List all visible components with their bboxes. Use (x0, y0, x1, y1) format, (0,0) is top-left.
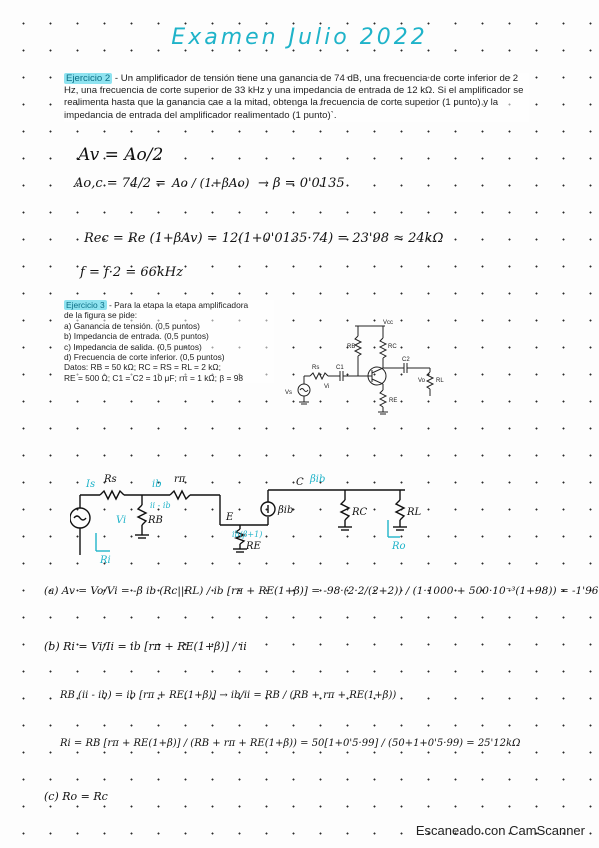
ss-label-e: E (225, 512, 234, 523)
label-c1: C1 (336, 365, 344, 371)
exercise-2-tag: Ejercicio 2 (64, 73, 113, 84)
solution-line-e: (c) Ro = Rc (44, 790, 108, 803)
ss-label-rpi: rπ (174, 474, 186, 485)
ss-label-rs: Rs (103, 474, 117, 485)
small-signal-model-diagram: Is Rs ib rπ C βib ii - ib Vs Vi RB E ib(… (70, 474, 422, 565)
ex2-work-line-3: Rec = Re (1+βAv) = 12(1+0'0135·74) = 23'… (84, 231, 444, 246)
exercise-2-text: - Un amplificador de tensión tiene una g… (64, 73, 524, 121)
ex2-work-line-2b: Ao / (1+βAo) (172, 176, 250, 190)
page-title: Examen Julio 2022 (171, 25, 428, 50)
exercise-3-line-7: RE = 500 Ω; C1 = C2 = 10 μF; rπ = 1 kΩ; … (64, 372, 244, 383)
exercise-3-line-1: de la figura se pide: (64, 310, 138, 321)
label-vcc: Vcc (383, 320, 393, 326)
label-re: RE (389, 398, 397, 404)
exercise-3-line-0: - Para la etapa la etapa amplificadora (106, 300, 249, 310)
label-rb: RB (347, 344, 355, 350)
exercise-2-statement: Ejercicio 2 - Un amplificador de tensión… (64, 73, 529, 122)
ex2-work-line-2c: → β = 0'0135 (258, 176, 345, 191)
ss-label-vi: Vi (116, 515, 126, 526)
ss-label-bib-top: βib (309, 474, 325, 485)
ex2-work-line-1: Av = Ao/2 (78, 145, 164, 165)
ss-label-re: RE (245, 541, 262, 552)
solution-line-b: (b) Ri = Vi/Ii = ib [rπ + RE(1+β)] / ii (44, 640, 247, 653)
ss-label-rc: RC (351, 507, 368, 518)
label-rs: Rs (312, 365, 319, 371)
ss-label-ib: ib (152, 479, 162, 490)
exercise-3-line-6: Datos: RB = 50 kΩ; RC = RS = RL = 2 kΩ; (64, 362, 221, 373)
label-vs: Vs (285, 390, 292, 396)
ex2-work-line-4: f = f·2 = 66kHz (80, 265, 183, 280)
exercise-3-line-4: c) Impedancia de salida. (0,5 puntos) (64, 341, 202, 352)
amplifier-circuit-diagram: Vcc RB RC C2 Rs C1 Vi Vs Vo RL RE (285, 320, 444, 415)
exercise-3-tag: Ejercicio 3 (64, 300, 107, 310)
exercise-3-line-2: a) Ganancia de tensión. (0,5 puntos) (64, 320, 200, 331)
ss-label-ro: Ro (391, 541, 406, 552)
label-vi: Vi (324, 384, 329, 390)
solution-line-c: RB (ii - ib) = ib [rπ + RE(1+β)] → ib/ii… (60, 690, 397, 701)
ss-label-rb: RB (147, 515, 163, 526)
ss-label-ii-ib: ii - ib (150, 501, 171, 510)
label-vo: Vo (418, 378, 426, 384)
ss-label-ri: Ri (99, 555, 111, 565)
label-rc: RC (388, 344, 397, 350)
exercise-3-line-5: d) Frecuencia de corte inferior. (0,5 pu… (64, 352, 225, 363)
ex2-work-line-2a: Ao,c = 74/2 = (74, 176, 167, 191)
ss-label-ib-b1: ib(β+1) (232, 530, 262, 539)
exercise-3-statement: Ejercicio 3 - Para la etapa la etapa amp… (64, 300, 274, 384)
camscanner-watermark: Escaneado con CamScanner (415, 823, 585, 838)
ss-label-rl: RL (406, 507, 422, 518)
label-rl: RL (436, 378, 444, 384)
label-c2: C2 (402, 357, 410, 363)
ss-label-is: Is (85, 479, 95, 490)
solution-line-d: Ri = RB [rπ + RE(1+β)] / (RB + rπ + RE(1… (60, 738, 521, 749)
ss-label-c: C (296, 477, 304, 488)
solution-line-a: (a) Av = Vo/Vi = -β ib (Rc||RL) / ib [rπ… (44, 585, 599, 597)
exercise-3-line-3: b) Impedancia de entrada. (0,5 puntos) (64, 331, 209, 342)
ss-label-bib: βib (277, 505, 293, 516)
